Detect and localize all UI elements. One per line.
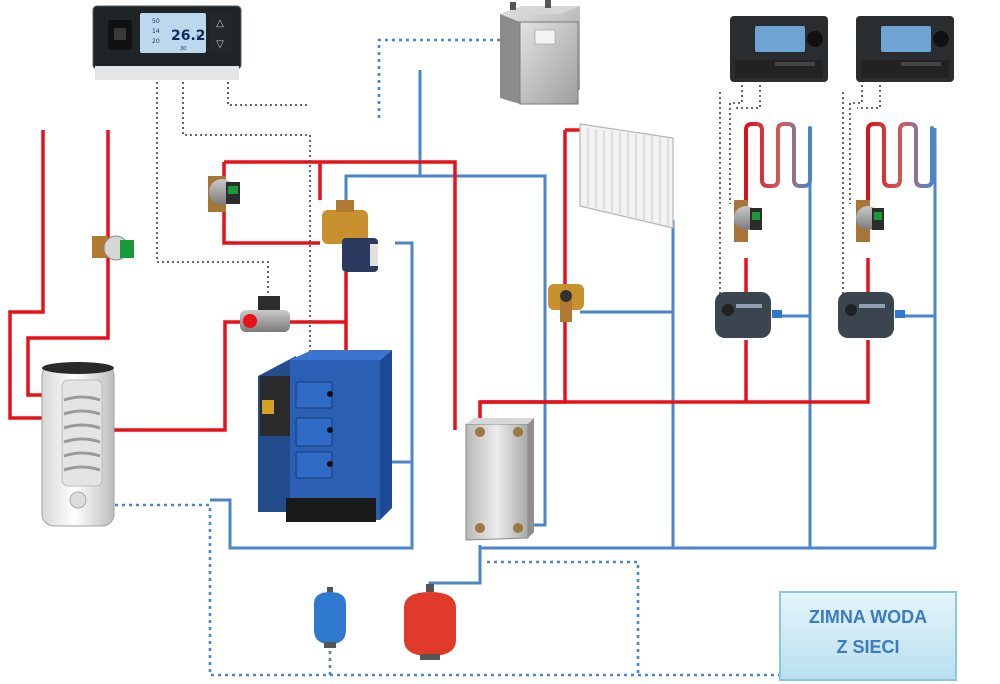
expansion-vessel-icon bbox=[314, 587, 346, 648]
return-pipes bbox=[210, 70, 937, 592]
cold-water-label: ZIMNA WODA Z SIECI bbox=[779, 591, 957, 681]
mixing-valve-icon bbox=[322, 200, 378, 272]
svg-text:▽: ▽ bbox=[216, 39, 224, 50]
flow-pipes bbox=[8, 128, 870, 432]
room-controller-icon bbox=[856, 16, 954, 82]
junction-box-icon bbox=[500, 0, 580, 105]
circulation-pump-icon bbox=[92, 235, 134, 261]
svg-text:△: △ bbox=[216, 18, 224, 29]
room-controller-icon bbox=[730, 16, 828, 82]
mixing-valve-icon bbox=[548, 284, 584, 322]
controller-value-1: 50 bbox=[152, 18, 160, 25]
circulation-pump-icon bbox=[734, 200, 762, 242]
controller-temperature: 26.2 bbox=[171, 28, 206, 44]
cold-water-label-line1: ZIMNA WODA bbox=[809, 607, 927, 627]
heat-exchanger-icon bbox=[465, 418, 534, 541]
radiator-icon bbox=[579, 123, 674, 229]
cold-water-label-line2: Z SIECI bbox=[836, 637, 899, 657]
hot-water-tank-icon bbox=[41, 362, 115, 527]
controller-value-3: 20 bbox=[152, 38, 160, 45]
circulation-pump-icon bbox=[208, 176, 240, 212]
circulation-pump-icon bbox=[856, 200, 884, 242]
circulation-pump-icon bbox=[240, 296, 290, 332]
controller-value-2: 14 bbox=[152, 28, 160, 35]
controller-panel-icon: △ ▽ 50 14 20 26.2 °C 30 bbox=[92, 5, 242, 80]
controller-unit: °C bbox=[196, 34, 205, 42]
boiler-icon bbox=[258, 350, 392, 522]
signal-wires bbox=[156, 80, 881, 356]
actuator-icon bbox=[838, 292, 905, 338]
cold-water-lines bbox=[115, 38, 780, 677]
controller-value-4: 30 bbox=[180, 46, 186, 52]
expansion-vessel-icon bbox=[404, 584, 456, 660]
underfloor-coil-icon bbox=[744, 122, 934, 202]
actuator-icon bbox=[715, 292, 782, 338]
